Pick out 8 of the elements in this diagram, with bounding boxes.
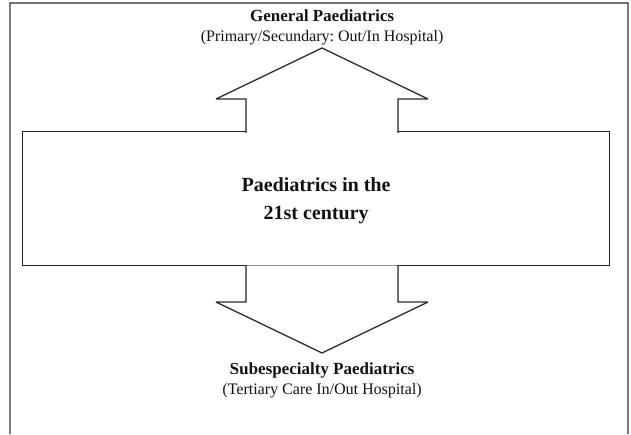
process-box xyxy=(22,131,610,266)
center-label: Paediatrics in the 21st century xyxy=(240,172,392,226)
heading: Subespecialty Paediatrics xyxy=(228,358,416,380)
subtitle: (Tertiary Care In/Out Hospital) xyxy=(221,380,423,400)
subtitle: (Primary/Secundary: Out/In Hospital) xyxy=(200,27,444,47)
block-arrow xyxy=(215,264,429,354)
heading: General Paediatrics xyxy=(249,5,395,27)
block-arrow xyxy=(215,47,429,134)
